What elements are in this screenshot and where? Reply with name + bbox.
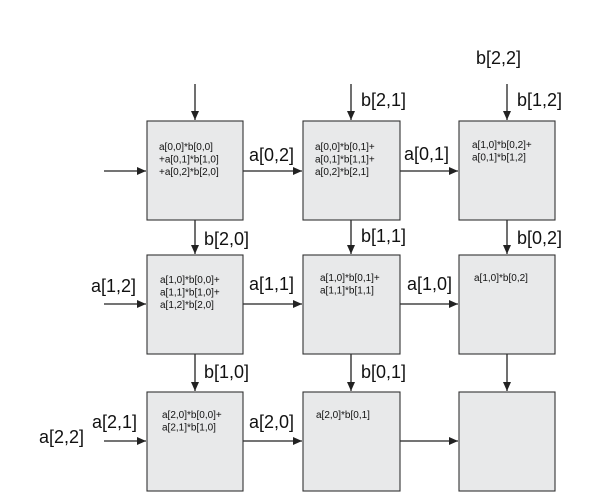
pe-2-1-line-0: a[2,0]*b[0,1] <box>316 410 370 421</box>
pe-text-1-1: a[1,0]*b[0,1]+ a[1,1]*b[1,1] <box>320 273 380 297</box>
pe-2-0-line-1: a[2,1]*b[1,0] <box>162 423 216 434</box>
horizontal-label-r1-c1: a[1,0] <box>407 274 452 294</box>
pe-box-2-2 <box>458 391 556 492</box>
pe-0-0-line-0: a[0,0]*b[0,0] <box>159 142 213 153</box>
pe-box-0-0 <box>146 120 244 221</box>
pe-0-1-line-2: a[0,2]*b[2,1] <box>315 167 369 178</box>
horizontal-label-r1-c0: a[1,1] <box>249 274 294 294</box>
pe-1-0-line-1: a[1,1]*b[1,0]+ <box>160 288 220 299</box>
vertical-label-r1-c0: b[1,0] <box>204 362 249 382</box>
horizontal-label-r0-c1: a[0,1] <box>404 144 449 164</box>
horizontal-label-r2-c0: a[2,0] <box>249 412 294 432</box>
pe-0-2-line-1: a[0,1]*b[1,2] <box>472 153 526 164</box>
vertical-label-r0-c0: b[2,0] <box>204 229 249 249</box>
pe-text-2-1: a[2,0]*b[0,1] <box>316 410 370 421</box>
pe-1-1-line-1: a[1,1]*b[1,1] <box>320 286 374 297</box>
pe-text-0-2: a[1,0]*b[0,2]+ a[0,1]*b[1,2] <box>472 140 532 164</box>
pe-text-1-0: a[1,0]*b[0,0]+ a[1,1]*b[1,0]+a[1,2]*b[2,0… <box>160 275 220 311</box>
pe-box-2-1 <box>302 391 401 492</box>
left-input-label-row2-outer: a[2,2] <box>39 427 84 447</box>
pe-1-1-line-0: a[1,0]*b[0,1]+ <box>320 273 380 284</box>
pe-0-1-line-1: a[0,1]*b[1,1]+ <box>315 155 375 166</box>
pe-1-0-line-0: a[1,0]*b[0,0]+ <box>160 275 220 286</box>
left-input-label-row1: a[1,2] <box>91 276 136 296</box>
pe-2-0-line-0: a[2,0]*b[0,0]+ <box>162 410 222 421</box>
top-input-label-col1: b[2,1] <box>361 90 406 110</box>
pe-text-0-0: a[0,0]*b[0,0] +a[0,1]*b[1,0]+a[0,2]*b[2,0… <box>159 142 219 178</box>
pe-text-2-0: a[2,0]*b[0,0]+ a[2,1]*b[1,0] <box>162 410 222 434</box>
pe-0-0-line-1: +a[0,1]*b[1,0] <box>159 155 219 166</box>
top-input-label-col2-upper: b[2,2] <box>476 48 521 68</box>
vertical-label-r0-c2: b[0,2] <box>517 228 562 248</box>
pe-1-0-line-2: a[1,2]*b[2,0] <box>160 300 214 311</box>
pe-0-1-line-0: a[0,0]*b[0,1]+ <box>315 142 375 153</box>
horizontal-label-r0-c0: a[0,2] <box>249 145 294 165</box>
pe-box-1-2 <box>458 254 556 355</box>
pe-box-0-2 <box>458 120 556 221</box>
pe-text-0-1: a[0,0]*b[0,1]+ a[0,1]*b[1,1]+a[0,2]*b[2,1… <box>315 142 375 178</box>
pe-0-2-line-0: a[1,0]*b[0,2]+ <box>472 140 532 151</box>
pe-box-0-1 <box>302 120 401 221</box>
pe-box-1-1 <box>302 254 401 355</box>
pe-box-1-0 <box>146 254 244 355</box>
vertical-label-r0-c1: b[1,1] <box>361 226 406 246</box>
pe-text-1-2: a[1,0]*b[0,2] <box>474 273 528 284</box>
pe-box-2-0 <box>146 391 244 492</box>
pe-0-0-line-2: +a[0,2]*b[2,0] <box>159 167 219 178</box>
vertical-label-r1-c1: b[0,1] <box>361 362 406 382</box>
pe-1-2-line-0: a[1,0]*b[0,2] <box>474 273 528 284</box>
top-input-label-col2-lower: b[1,2] <box>517 90 562 110</box>
left-input-label-row2-inner: a[2,1] <box>92 412 137 432</box>
